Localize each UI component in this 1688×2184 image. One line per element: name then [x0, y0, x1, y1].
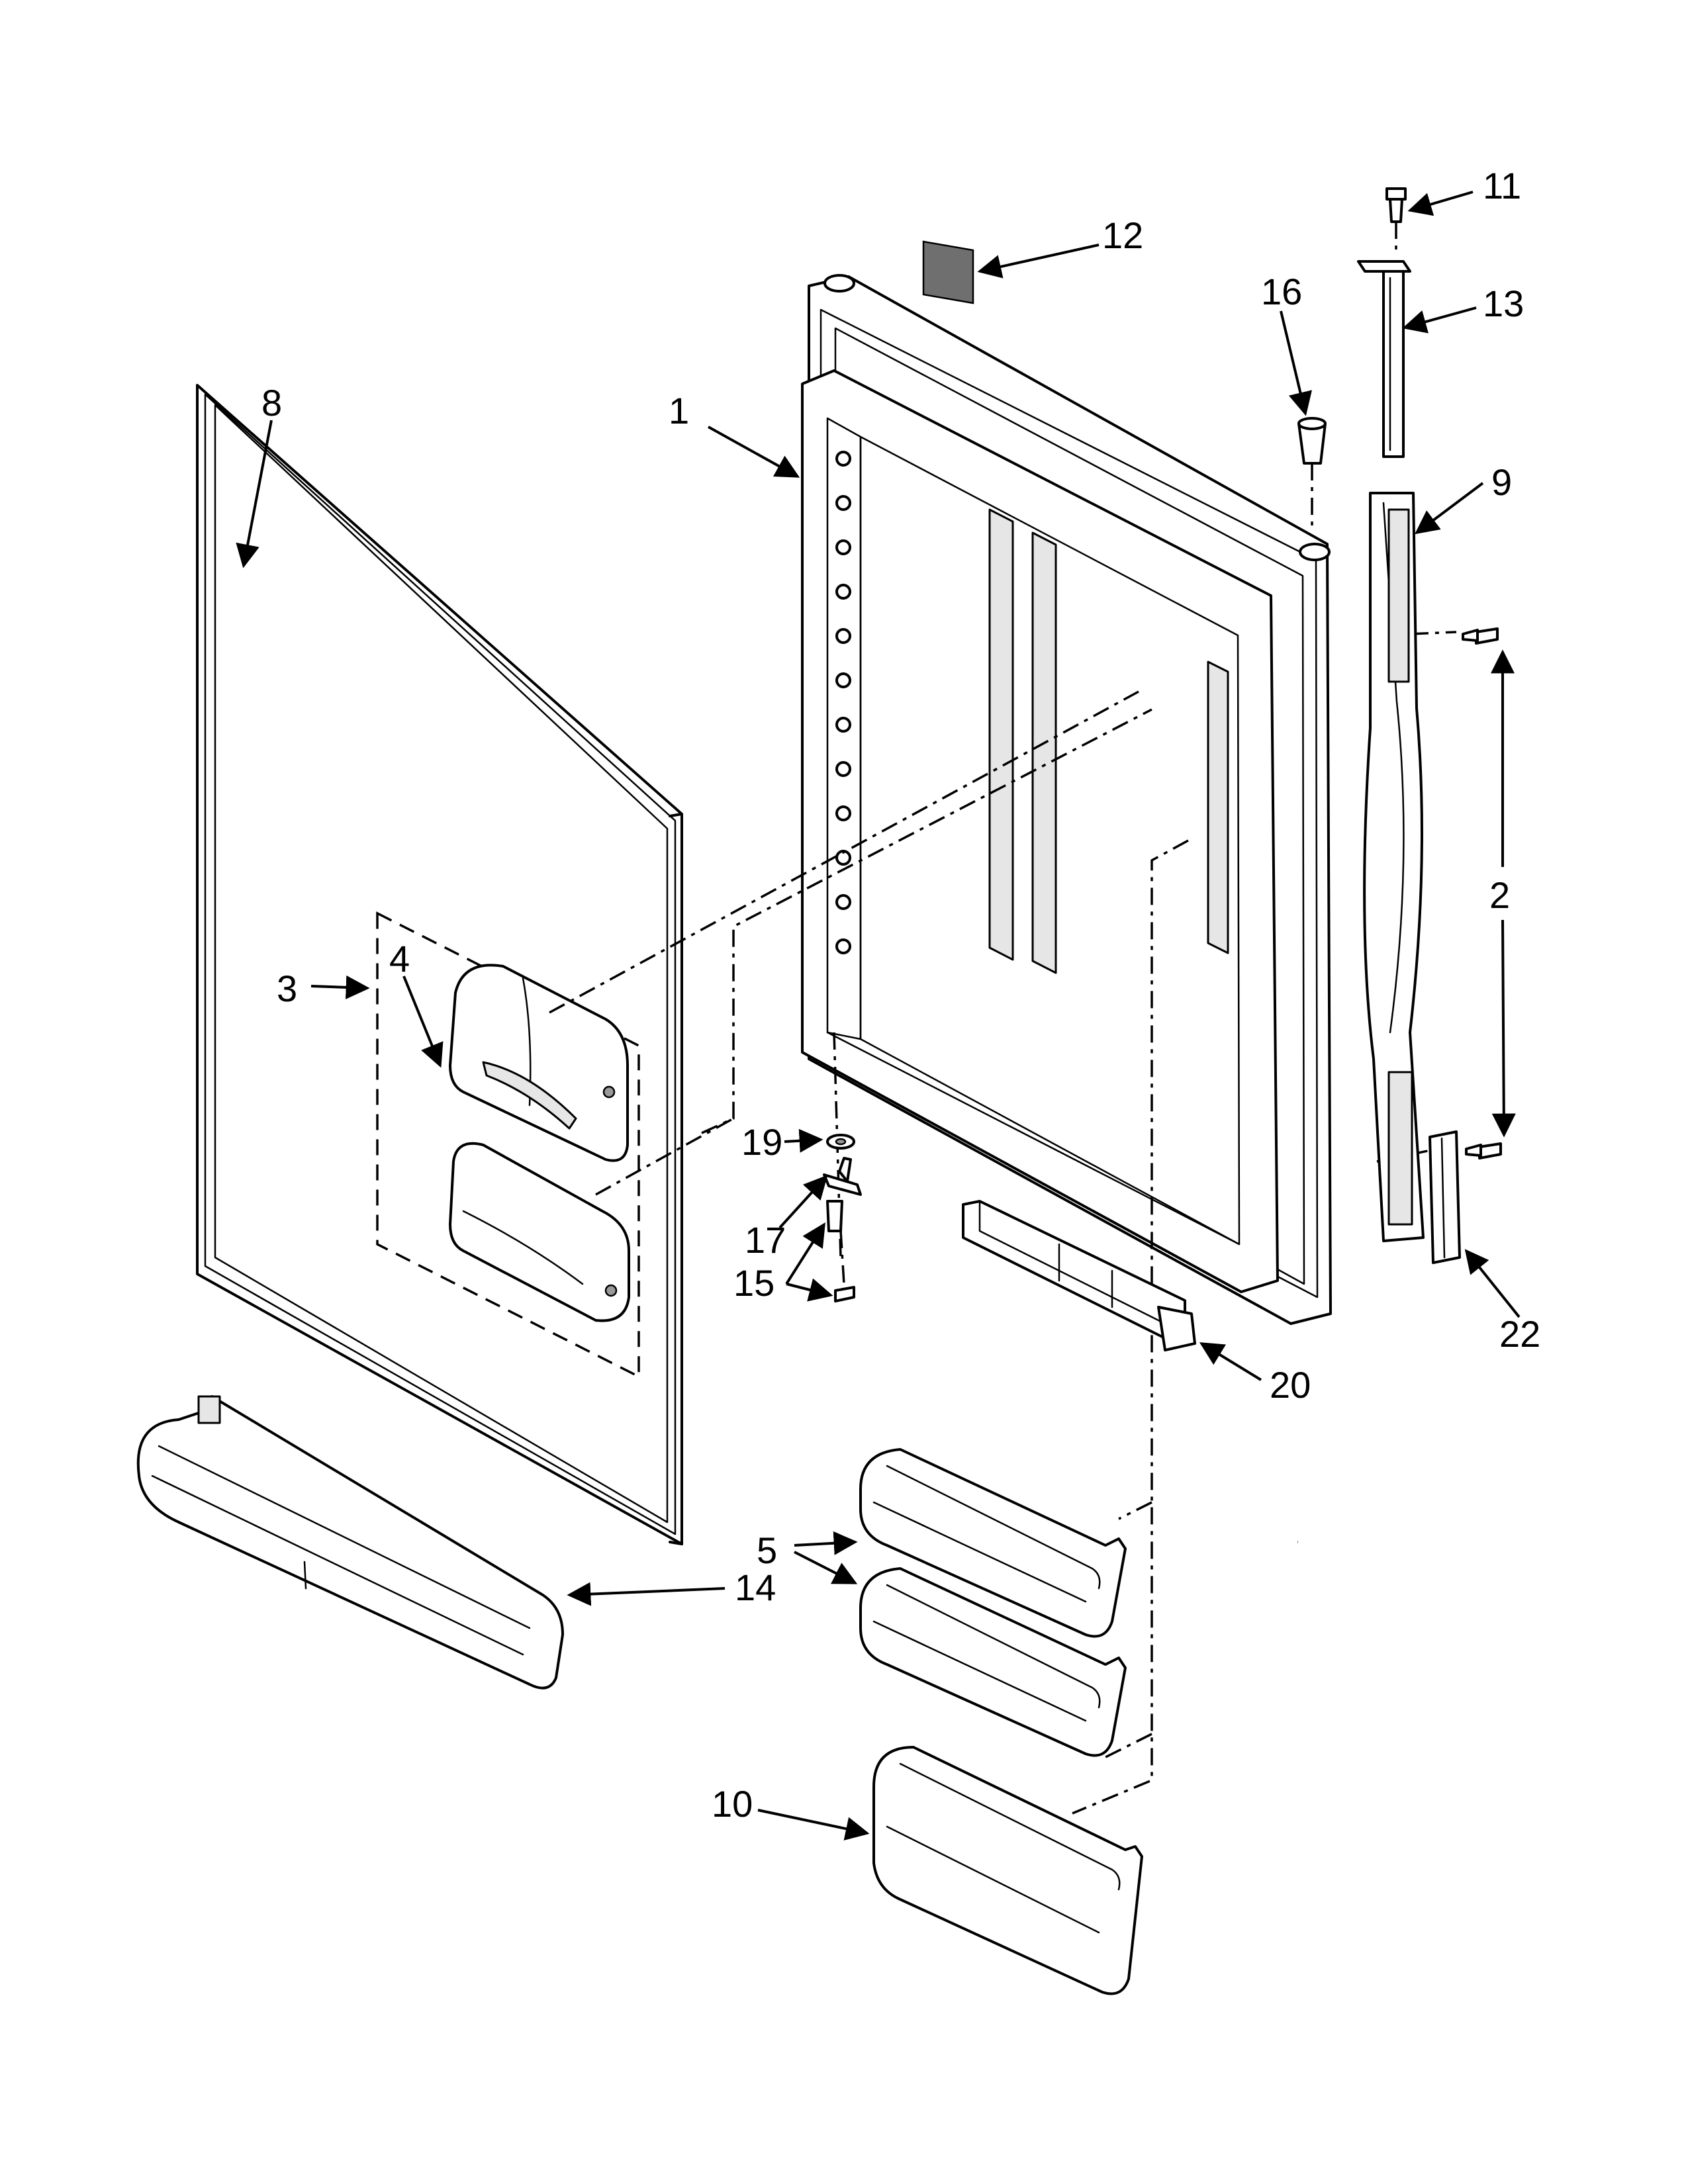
callout-1: 1 — [669, 390, 689, 432]
callout-19: 19 — [741, 1121, 782, 1163]
door-liner-part-1 — [801, 274, 1332, 1325]
callout-17: 17 — [745, 1219, 786, 1261]
bin-part-14 — [136, 1395, 564, 1690]
screw-part-11 — [1385, 187, 1407, 255]
hinge-part-13 — [1357, 260, 1411, 458]
dispenser-assembly-part-3 — [376, 911, 640, 1379]
dispenser-tray-part-4 — [449, 1142, 630, 1322]
callout-16: 16 — [1261, 271, 1302, 312]
callout-13: 13 — [1483, 283, 1524, 324]
door-panel-part-8 — [196, 384, 683, 1545]
bushing-part-16 — [1297, 417, 1327, 529]
screw-part-2-upper — [1462, 627, 1499, 645]
shelf-support-part-20 — [962, 1200, 1196, 1351]
screws-part-15 — [826, 1200, 855, 1302]
callout-2: 2 — [1489, 874, 1510, 916]
callout-labels: 1 2 3 4 5 8 9 10 11 12 13 14 15 16 17 19… — [261, 165, 1540, 1825]
trim-part-22 — [1429, 1130, 1461, 1264]
callout-22: 22 — [1499, 1313, 1540, 1355]
callout-4: 4 — [389, 938, 410, 979]
handle-part-9 — [1363, 492, 1425, 1242]
callout-15: 15 — [733, 1262, 774, 1304]
bin-part-10 — [872, 1746, 1143, 1995]
bin-part-5-lower — [859, 1567, 1127, 1757]
callout-20: 20 — [1270, 1364, 1311, 1406]
callout-3: 3 — [277, 968, 297, 1009]
callout-8: 8 — [261, 382, 282, 424]
callout-5: 5 — [757, 1529, 777, 1571]
bin-part-5-upper — [859, 1448, 1127, 1638]
callout-9: 9 — [1491, 461, 1512, 503]
washer-part-19 — [826, 1134, 855, 1150]
bracket-part-17 — [823, 1157, 862, 1196]
screw-part-2-lower — [1465, 1142, 1502, 1160]
callout-14: 14 — [735, 1567, 776, 1608]
shelf-pegs — [835, 451, 851, 954]
callout-11: 11 — [1483, 165, 1521, 206]
leader-arrows — [236, 191, 1521, 1841]
label-part-12 — [922, 240, 974, 304]
callout-12: 12 — [1102, 214, 1143, 256]
callout-10: 10 — [712, 1783, 753, 1825]
